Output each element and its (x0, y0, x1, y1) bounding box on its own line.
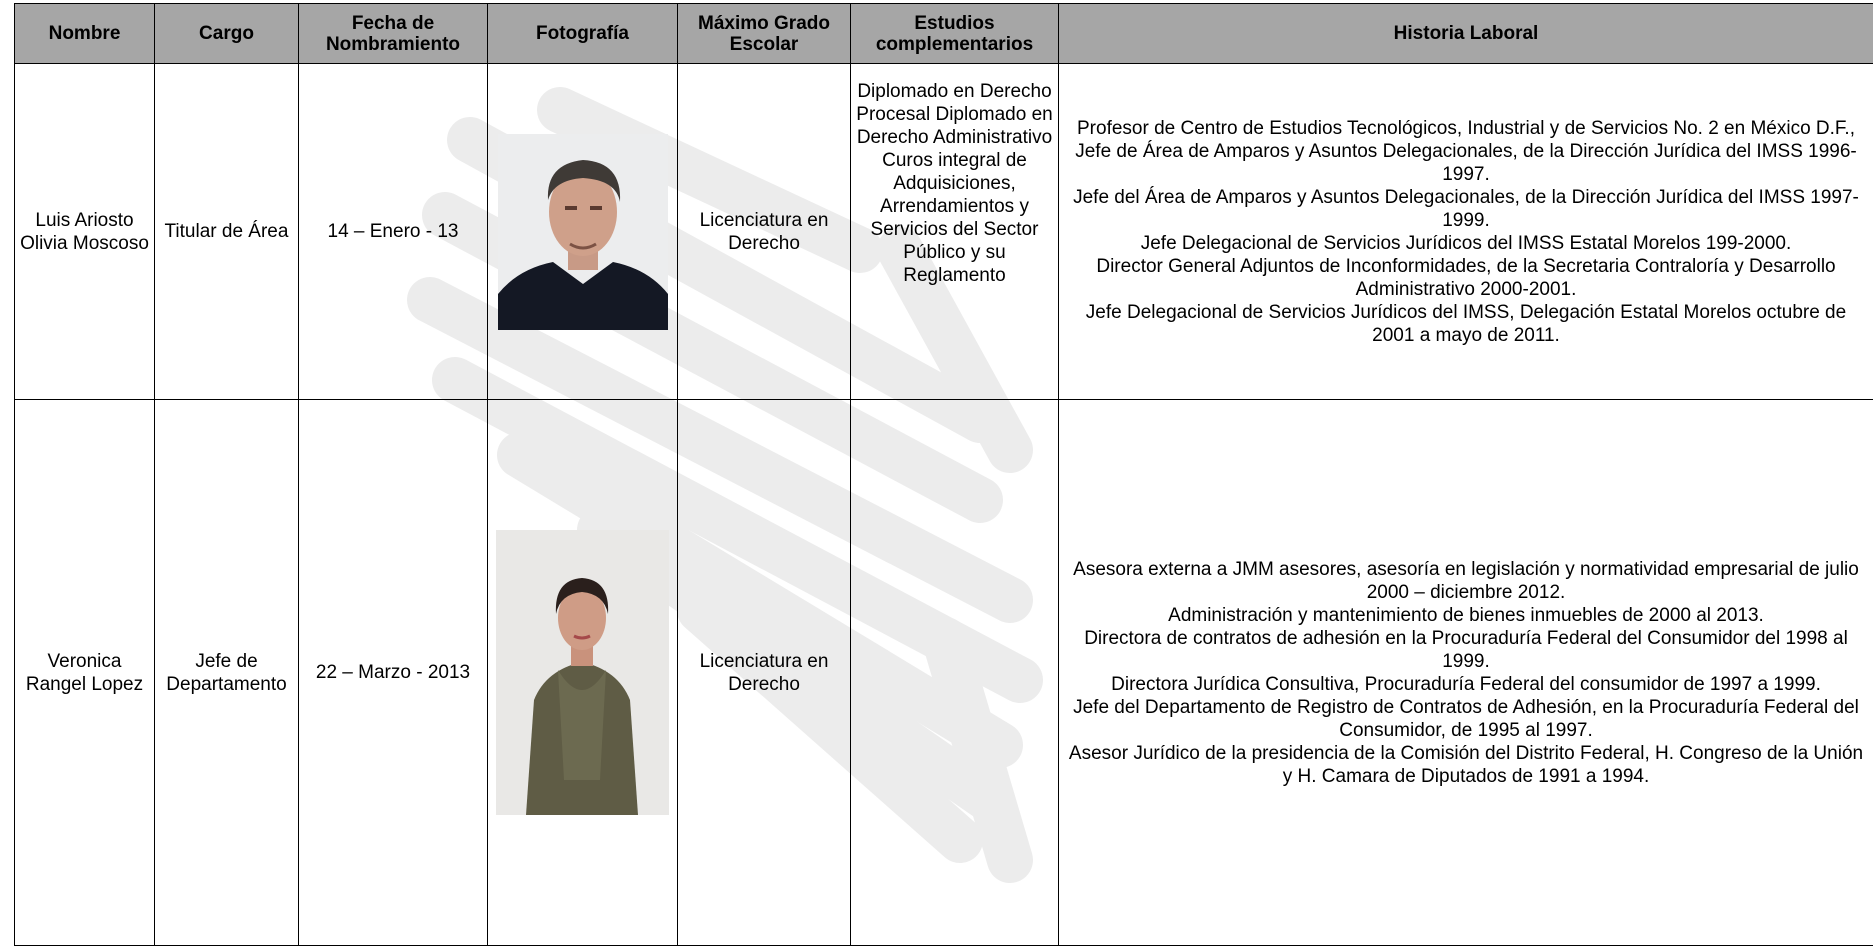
cell-historia: Asesora externa a JMM asesores, asesoría… (1059, 400, 1873, 946)
header-estudios: Estudios complementarios (851, 4, 1059, 64)
cell-cargo: Titular de Área (155, 64, 299, 400)
history-entry: Jefe Delegacional de Servicios Jurídicos… (1064, 301, 1868, 347)
header-row: Nombre Cargo Fecha de Nombramiento Fotog… (15, 4, 1873, 64)
cell-cargo: Jefe de Departamento (155, 400, 299, 946)
history-entry: Jefe del Departamento de Registro de Con… (1064, 696, 1868, 742)
history-entry: Jefe Delegacional de Servicios Jurídicos… (1064, 232, 1868, 255)
cell-fecha: 14 – Enero - 13 (299, 64, 488, 400)
header-nombre: Nombre (15, 4, 155, 64)
portrait-photo-woman (496, 530, 669, 815)
cell-grado: Licenciatura en Derecho (678, 400, 851, 946)
cell-estudios: Diplomado en Derecho Procesal Diplomado … (851, 64, 1059, 400)
history-entry: Asesor Jurídico de la presidencia de la … (1064, 742, 1868, 788)
history-entry: Jefe del Área de Amparos y Asuntos Deleg… (1064, 186, 1868, 232)
cell-estudios (851, 400, 1059, 946)
cell-historia: Profesor de Centro de Estudios Tecnológi… (1059, 64, 1873, 400)
history-entry: Asesora externa a JMM asesores, asesoría… (1064, 558, 1868, 604)
cell-fotografia (488, 64, 678, 400)
history-entry: Directora de contratos de adhesión en la… (1064, 627, 1868, 673)
cell-nombre: Luis Ariosto Olivia Moscoso (15, 64, 155, 400)
table-row: Luis Ariosto Olivia Moscoso Titular de Á… (15, 64, 1873, 400)
cell-fotografia (488, 400, 678, 946)
history-entry: Director General Adjuntos de Inconformid… (1064, 255, 1868, 301)
cell-fecha: 22 – Marzo - 2013 (299, 400, 488, 946)
header-cargo: Cargo (155, 4, 299, 64)
header-fotografia: Fotografía (488, 4, 678, 64)
history-entry: Jefe de Área de Amparos y Asuntos Delega… (1064, 140, 1868, 186)
header-grado: Máximo Grado Escolar (678, 4, 851, 64)
cell-grado: Licenciatura en Derecho (678, 64, 851, 400)
staff-table: Nombre Cargo Fecha de Nombramiento Fotog… (14, 3, 1873, 946)
history-entry: Directora Jurídica Consultiva, Procuradu… (1064, 673, 1868, 696)
table-row: Veronica Rangel Lopez Jefe de Departamen… (15, 400, 1873, 946)
history-entry: Administración y mantenimiento de bienes… (1064, 604, 1868, 627)
portrait-photo-man (498, 134, 668, 330)
header-fecha: Fecha de Nombramiento (299, 4, 488, 64)
cell-nombre: Veronica Rangel Lopez (15, 400, 155, 946)
header-historia: Historia Laboral (1059, 4, 1873, 64)
history-entry: Profesor de Centro de Estudios Tecnológi… (1064, 117, 1868, 140)
